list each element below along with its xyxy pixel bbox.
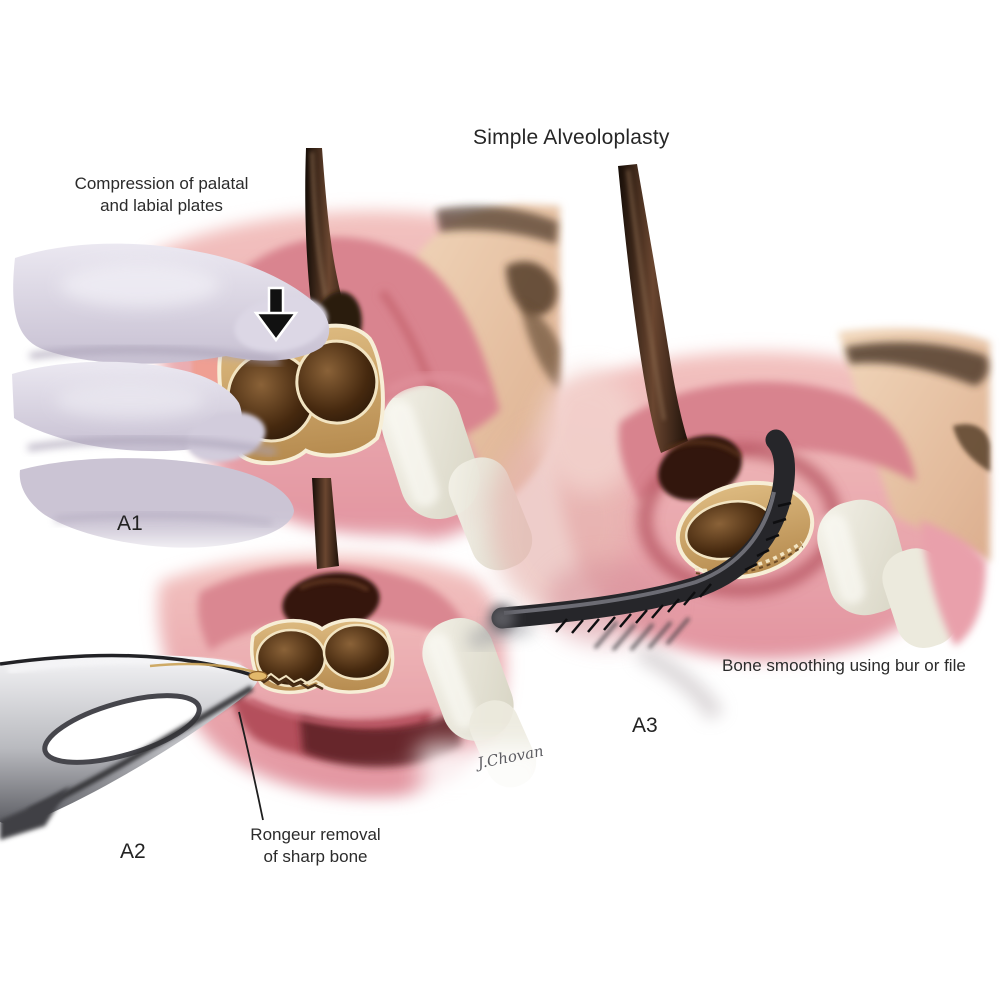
a3-skin-dark-streak bbox=[845, 342, 989, 386]
caption-bone-smoothing: Bone smoothing using bur or file bbox=[722, 656, 966, 675]
a2-rongeur-instrument bbox=[0, 653, 268, 840]
a3-skin-dark-notch bbox=[953, 424, 990, 472]
a3-cheek-skin bbox=[838, 328, 990, 562]
panel-a2-illustration bbox=[0, 478, 550, 840]
glove-finger-low bbox=[19, 458, 294, 548]
a2-socket-right bbox=[322, 623, 392, 681]
page-title: Simple Alveoloplasty bbox=[473, 126, 670, 149]
a3-gum-band-right bbox=[920, 520, 986, 646]
panel-label-a3: A3 bbox=[632, 714, 658, 737]
a1-nose-shadow bbox=[436, 206, 558, 244]
panel-a1-illustration bbox=[0, 148, 560, 598]
a3-sharp-bone-beads bbox=[694, 541, 803, 573]
a3-bone-file-instrument bbox=[466, 429, 796, 721]
a2-retractor-instrument bbox=[282, 478, 380, 632]
a1-gumline-over-teeth bbox=[385, 372, 489, 396]
a3-retractor-instrument bbox=[618, 164, 742, 501]
a1-nostril-shadow bbox=[506, 261, 558, 316]
a3-file-flange-hatching bbox=[593, 617, 691, 651]
a1-socket-right bbox=[295, 339, 379, 425]
a2-sharp-bone-serrations bbox=[255, 675, 324, 691]
down-arrow-icon bbox=[253, 286, 299, 343]
a2-leader-line bbox=[238, 711, 264, 821]
a1-gloved-hand bbox=[12, 243, 330, 548]
panel-label-a1: A1 bbox=[117, 512, 143, 535]
panel-label-a2: A2 bbox=[120, 840, 146, 863]
a2-alveolar-bone-ring bbox=[249, 618, 395, 695]
a2-bone-sliver bbox=[149, 662, 263, 676]
a1-cheek-dark-edge bbox=[520, 302, 560, 392]
caption-rongeur: Rongeur removal of sharp bone bbox=[250, 825, 381, 867]
caption-compression: Compression of palatal and labial plates bbox=[74, 174, 249, 216]
a3-file-serrations bbox=[555, 501, 792, 634]
panel-a3-illustration bbox=[466, 164, 990, 721]
